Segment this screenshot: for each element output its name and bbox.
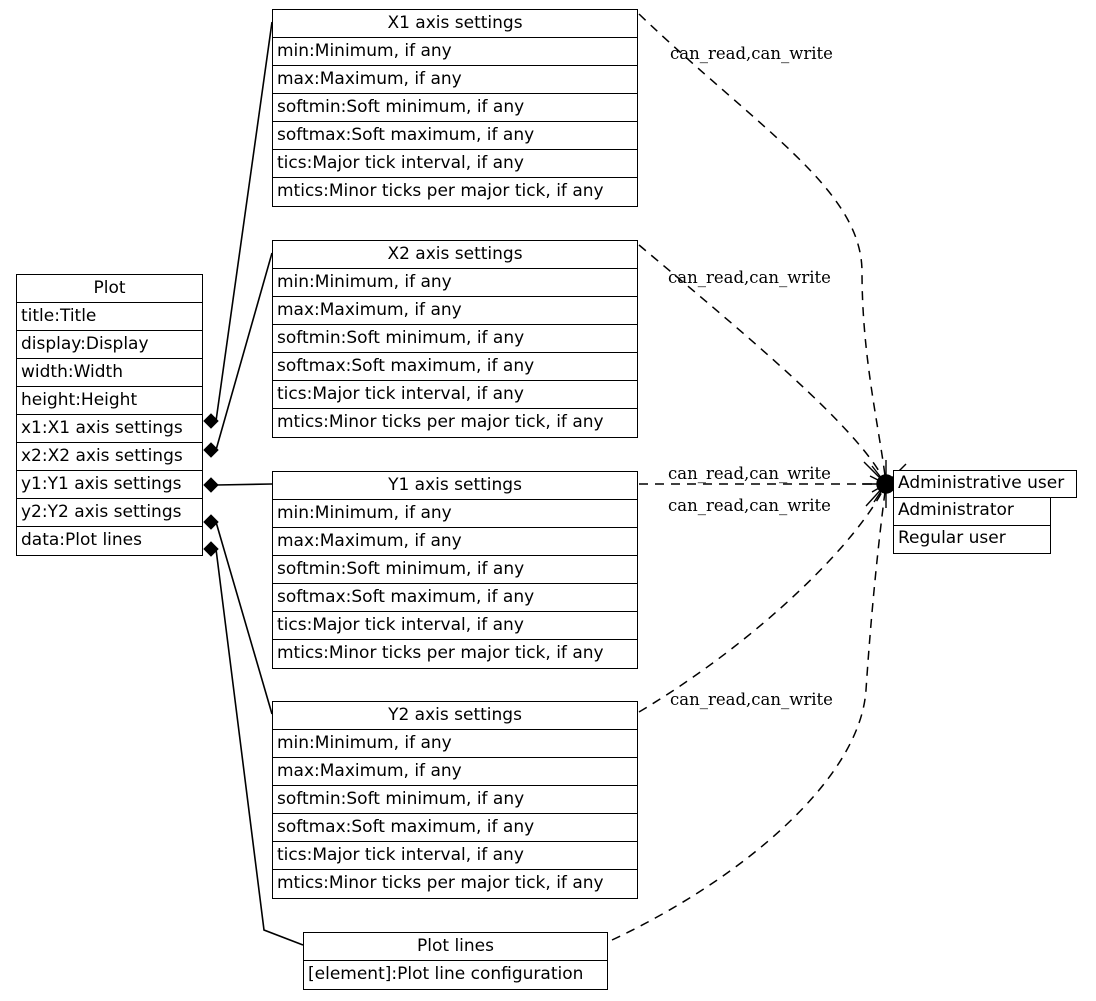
class-attr: min:Minimum, if any [273, 269, 637, 297]
class-box-x2-axis-settings[interactable]: X2 axis settings min:Minimum, if any max… [272, 240, 638, 438]
enum-item-administrator: Administrator [893, 498, 1051, 526]
class-attr: softmin:Soft minimum, if any [273, 786, 637, 814]
class-attr: mtics:Minor ticks per major tick, if any [277, 873, 604, 893]
class-attr: x2:X2 axis settings [17, 443, 202, 471]
class-attr: tics:Major tick interval, if any [273, 381, 637, 409]
class-attr: max:Maximum, if any [273, 297, 637, 325]
class-title-x2: X2 axis settings [273, 241, 637, 269]
class-box-plot[interactable]: Plot title:Title display:Display width:W… [16, 274, 203, 556]
diamond-x1 [203, 413, 219, 429]
class-title-plot-lines: Plot lines [304, 933, 607, 961]
diamond-y1 [203, 477, 219, 493]
diamond-y2 [203, 514, 219, 530]
class-attr: softmin:Soft minimum, if any [273, 325, 637, 353]
class-attr: tics:Major tick interval, if any [273, 612, 637, 640]
class-attr: mtics:Minor ticks per major tick, if any [277, 412, 604, 432]
class-attr: mtics:Minor ticks per major tick, if any [277, 181, 604, 201]
edge-plot-x1 [215, 21, 273, 422]
class-box-administrative-user[interactable]: Administrative user Administrator Regula… [893, 470, 1079, 556]
class-title-administrative-user: Administrative user [893, 470, 1077, 498]
class-attr: min:Minimum, if any [273, 500, 637, 528]
class-box-y2-axis-settings[interactable]: Y2 axis settings min:Minimum, if any max… [272, 701, 638, 899]
class-attr: softmin:Soft minimum, if any [273, 94, 637, 122]
edge-label-y2-admin: can_read,can_write [668, 496, 831, 515]
class-attr: tics:Major tick interval, if any [273, 150, 637, 178]
class-attr: softmax:Soft maximum, if any [273, 584, 637, 612]
class-attr: title:Title [17, 303, 202, 331]
class-attr: softmin:Soft minimum, if any [273, 556, 637, 584]
class-attr: min:Minimum, if any [273, 38, 637, 66]
edge-plot-x2 [215, 252, 273, 451]
class-attr: [element]:Plot line configuration [308, 964, 584, 984]
edge-x1-admin [638, 13, 887, 485]
class-box-x1-axis-settings[interactable]: X1 axis settings min:Minimum, if any max… [272, 9, 638, 207]
class-attr: height:Height [17, 387, 202, 415]
class-attr: tics:Major tick interval, if any [273, 842, 637, 870]
class-box-plot-lines[interactable]: Plot lines [element]:Plot line configura… [303, 932, 608, 990]
class-box-y1-axis-settings[interactable]: Y1 axis settings min:Minimum, if any max… [272, 471, 638, 669]
class-title-y1: Y1 axis settings [273, 472, 637, 500]
class-attr: min:Minimum, if any [273, 730, 637, 758]
edge-label-x1-admin: can_read,can_write [670, 44, 833, 63]
class-attr: max:Maximum, if any [273, 66, 637, 94]
edge-label-y1-admin: can_read,can_write [668, 464, 831, 483]
class-attr: max:Maximum, if any [273, 528, 637, 556]
class-title-x1: X1 axis settings [273, 10, 637, 38]
edge-y2-admin [638, 483, 887, 713]
class-title-plot: Plot [17, 275, 202, 303]
class-attr: softmax:Soft maximum, if any [273, 814, 637, 842]
class-attr: softmax:Soft maximum, if any [273, 122, 637, 150]
edge-plotlines-admin [611, 483, 887, 941]
class-attr: max:Maximum, if any [273, 758, 637, 786]
class-attr: y1:Y1 axis settings [17, 471, 202, 499]
edge-label-plotlines-admin: can_read,can_write [670, 690, 833, 709]
diamond-x2 [203, 442, 219, 458]
edge-label-x2-admin: can_read,can_write [668, 268, 831, 287]
class-attr: mtics:Minor ticks per major tick, if any [277, 643, 604, 663]
class-attr: y2:Y2 axis settings [17, 499, 202, 527]
diamond-data [203, 541, 219, 557]
enum-item-regular-user: Regular user [893, 526, 1051, 554]
class-attr: data:Plot lines [21, 530, 143, 550]
class-title-y2: Y2 axis settings [273, 702, 637, 730]
class-attr: display:Display [17, 331, 202, 359]
class-attr: width:Width [17, 359, 202, 387]
edge-plot-y2 [215, 521, 273, 715]
composition-diamonds [203, 413, 219, 557]
class-attr: softmax:Soft maximum, if any [273, 353, 637, 381]
class-attr: x1:X1 axis settings [17, 415, 202, 443]
edge-plot-y1 [215, 483, 273, 486]
